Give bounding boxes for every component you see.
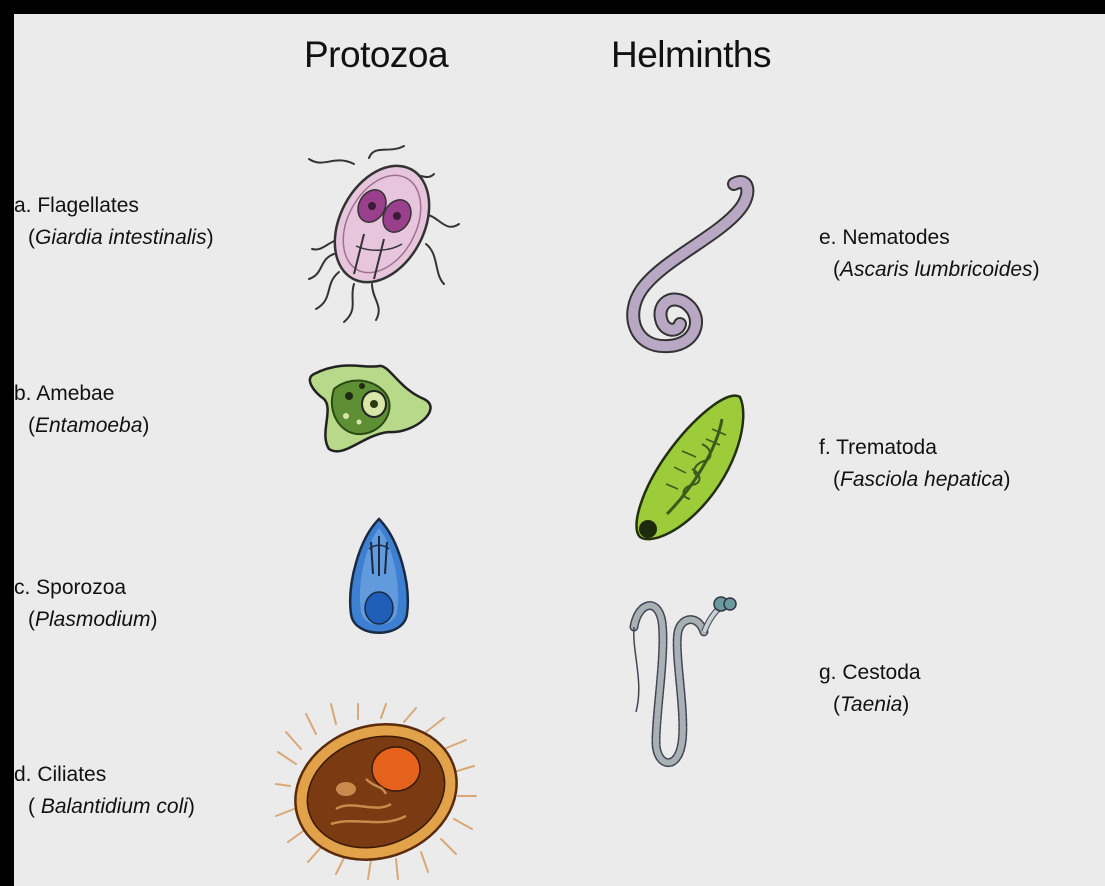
label-flagellates: a. Flagellates (Giardia intestinalis) [14,190,214,254]
entamoeba-illustration [304,354,444,464]
label-cestoda: g. Cestoda (Taenia) [819,657,921,721]
group-name: c. Sporozoa [14,576,126,599]
species-name: (Giardia intestinalis) [14,222,214,254]
label-ciliates: d. Ciliates ( Balantidium coli) [14,759,195,823]
species-name: (Taenia) [819,689,921,721]
group-name: e. Nematodes [819,226,950,249]
giardia-illustration [294,144,464,324]
species-name: (Fasciola hepatica) [819,464,1010,496]
ascaris-illustration [614,164,754,364]
label-sporozoa: c. Sporozoa (Plasmodium) [14,572,158,636]
group-name: g. Cestoda [819,661,921,684]
taenia-illustration [626,592,736,782]
fasciola-illustration [622,389,752,549]
species-italic: Ascaris lumbricoides [840,258,1033,281]
group-name: f. Trematoda [819,436,937,459]
species-italic: Balantidium coli [41,795,188,818]
species-italic: Taenia [840,693,902,716]
species-italic: Giardia intestinalis [35,226,207,249]
heading-helminths: Helminths [611,34,771,76]
group-name: b. Amebae [14,382,114,405]
group-name: d. Ciliates [14,763,106,786]
heading-protozoa: Protozoa [304,34,448,76]
species-name: ( Balantidium coli) [14,791,195,823]
diagram-panel: Protozoa Helminths a. Flagellates (Giard… [14,14,1105,886]
species-name: (Plasmodium) [14,604,158,636]
label-nematodes: e. Nematodes (Ascaris lumbricoides) [819,222,1040,286]
label-trematoda: f. Trematoda (Fasciola hepatica) [819,432,1010,496]
balantidium-illustration [276,704,476,880]
species-italic: Fasciola hepatica [840,468,1003,491]
group-name: a. Flagellates [14,194,139,217]
label-amebae: b. Amebae (Entamoeba) [14,378,149,442]
species-name: (Ascaris lumbricoides) [819,254,1040,286]
species-italic: Plasmodium [35,608,151,631]
species-italic: Entamoeba [35,414,142,437]
species-name: (Entamoeba) [14,410,149,442]
plasmodium-illustration [339,514,419,654]
